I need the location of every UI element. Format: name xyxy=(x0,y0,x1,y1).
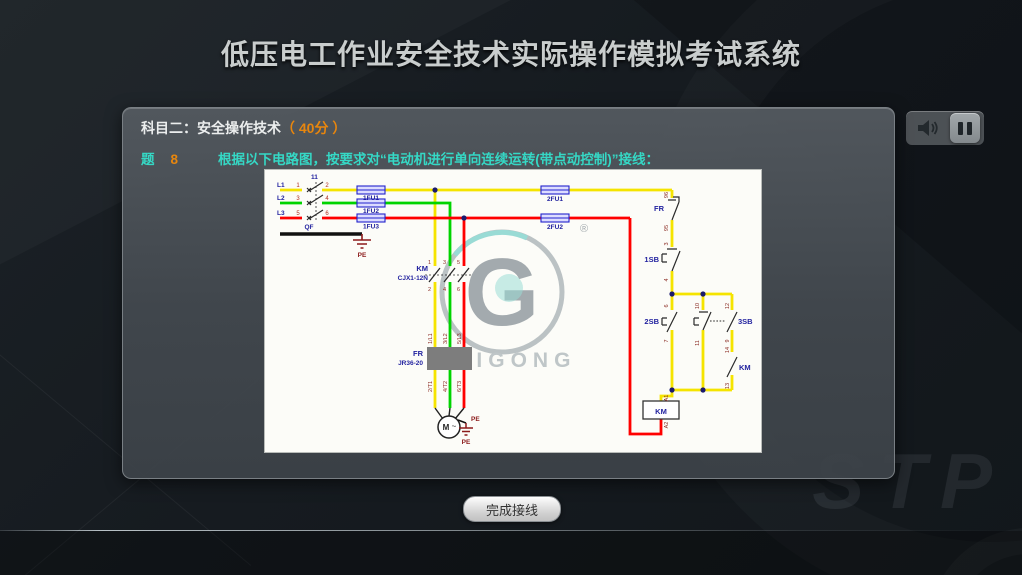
svg-text:4: 4 xyxy=(325,196,329,202)
svg-text:5: 5 xyxy=(457,260,460,266)
label-pe-motor-bottom: PE xyxy=(462,439,471,446)
circuit-diagram[interactable]: G ® LIGONG L1 L2 L3 xyxy=(265,170,761,452)
complete-wiring-button[interactable]: 完成接线 xyxy=(463,496,561,522)
svg-text:4: 4 xyxy=(664,278,670,281)
ligong-watermark-logo: G ® LIGONG xyxy=(439,223,588,372)
label-pe-motor-top: PE xyxy=(471,416,480,423)
svg-text:M: M xyxy=(443,423,450,432)
page-title: 低压电工作业安全技术实际操作模拟考试系统 xyxy=(220,39,801,70)
svg-text:14: 14 xyxy=(725,347,731,353)
km-coil[interactable] xyxy=(642,400,680,420)
junction-dots xyxy=(432,187,706,393)
pause-icon xyxy=(958,121,963,135)
pause-icon xyxy=(967,121,972,135)
svg-text:4: 4 xyxy=(443,287,446,293)
label-fr-model: JR36-20 xyxy=(398,360,423,367)
label-l3: L3 xyxy=(277,210,285,217)
pause-button[interactable] xyxy=(950,113,980,143)
svg-text:12: 12 xyxy=(725,303,731,309)
svg-text:2: 2 xyxy=(428,287,431,293)
svg-text:A2: A2 xyxy=(664,422,670,429)
svg-text:7: 7 xyxy=(664,339,670,342)
svg-text:6: 6 xyxy=(457,287,460,293)
label-2sb: 2SB xyxy=(644,317,659,326)
svg-text:~: ~ xyxy=(452,422,457,431)
circuit-diagram-canvas[interactable]: G ® LIGONG L1 L2 L3 xyxy=(264,169,762,453)
subject-label: 科目二：安全操作技术 xyxy=(141,120,281,136)
label-km-aux: KM xyxy=(739,363,751,372)
svg-text:3: 3 xyxy=(296,196,300,202)
motor[interactable]: M ~ xyxy=(434,407,465,439)
audio-control-bar[interactable] xyxy=(906,111,984,145)
label-fr-contact: FR xyxy=(654,204,665,213)
contactor-km-main[interactable] xyxy=(425,267,472,283)
start-button-2sb[interactable] xyxy=(661,311,678,333)
svg-text:2: 2 xyxy=(325,183,329,189)
svg-text:10: 10 xyxy=(695,303,701,309)
pe-ground-left[interactable] xyxy=(353,234,371,249)
svg-text:1/L1: 1/L1 xyxy=(428,333,434,344)
label-3sb: 3SB xyxy=(738,317,753,326)
label-1sb: 1SB xyxy=(644,255,659,264)
question-number: 8 xyxy=(170,152,179,167)
breaker-qf[interactable] xyxy=(306,181,324,221)
svg-text:5: 5 xyxy=(296,211,300,217)
speaker-icon[interactable] xyxy=(916,118,940,138)
svg-text:11: 11 xyxy=(695,340,701,346)
label-qf: QF xyxy=(304,224,313,231)
km-aux-contact[interactable] xyxy=(726,356,738,378)
pe-ground-motor[interactable] xyxy=(457,419,473,436)
svg-text:3: 3 xyxy=(664,242,670,245)
svg-text:2/T1: 2/T1 xyxy=(428,381,434,392)
fuses-control[interactable] xyxy=(540,185,570,223)
svg-text:1: 1 xyxy=(296,183,300,189)
svg-text:3: 3 xyxy=(443,260,446,266)
svg-text:13: 13 xyxy=(725,383,731,389)
label-km-main: KM xyxy=(416,264,428,273)
thermal-relay-fr[interactable] xyxy=(427,347,472,370)
bottom-strip xyxy=(0,531,1022,575)
label-km-model: CJX1-12N xyxy=(398,275,429,282)
wire-red-l3[interactable] xyxy=(280,216,663,436)
svg-text:3/L2: 3/L2 xyxy=(443,333,449,344)
footer-divider xyxy=(0,530,1022,531)
svg-text:4/T2: 4/T2 xyxy=(443,381,449,392)
svg-text:A1: A1 xyxy=(664,395,670,402)
jog-button-3sb[interactable] xyxy=(726,311,738,333)
subject-line: 科目二：安全操作技术（ 40分 ） xyxy=(141,118,346,138)
svg-text:5/L3: 5/L3 xyxy=(457,333,463,344)
label-2fu2: 2FU2 xyxy=(547,224,563,231)
fr-nc-contact[interactable] xyxy=(668,196,680,221)
svg-text:6: 6 xyxy=(664,304,670,307)
fuses-main[interactable] xyxy=(356,185,386,223)
svg-text:96: 96 xyxy=(664,192,670,198)
svg-text:9: 9 xyxy=(725,339,731,342)
label-l2: L2 xyxy=(277,195,285,202)
question-text: 根据以下电路图，按要求对“电动机进行单向连续运转(带点动控制)”接线： xyxy=(218,152,660,167)
label-fr: FR xyxy=(413,349,424,358)
label-qf-top: 11 xyxy=(311,174,318,181)
label-1fu3: 1FU3 xyxy=(363,224,379,231)
svg-text:6/T3: 6/T3 xyxy=(457,381,463,392)
label-km-coil: KM xyxy=(655,407,667,416)
question-tag: 题 xyxy=(141,152,155,167)
label-l1: L1 xyxy=(277,182,285,189)
svg-text:6: 6 xyxy=(325,211,329,217)
svg-text:1: 1 xyxy=(428,260,431,266)
label-1fu1: 1FU1 xyxy=(363,195,379,202)
label-1fu2: 1FU2 xyxy=(363,208,379,215)
score-label: （ 40分 ） xyxy=(281,120,347,136)
jog-nc-contact[interactable] xyxy=(693,311,726,331)
svg-text:G: G xyxy=(465,239,540,346)
label-pe-left: PE xyxy=(358,252,367,259)
label-2fu1: 2FU1 xyxy=(547,196,563,203)
stop-button-1sb[interactable] xyxy=(661,248,681,272)
svg-text:95: 95 xyxy=(664,225,670,231)
svg-text:®: ® xyxy=(580,223,588,235)
svg-text:LIGONG: LIGONG xyxy=(458,349,577,372)
